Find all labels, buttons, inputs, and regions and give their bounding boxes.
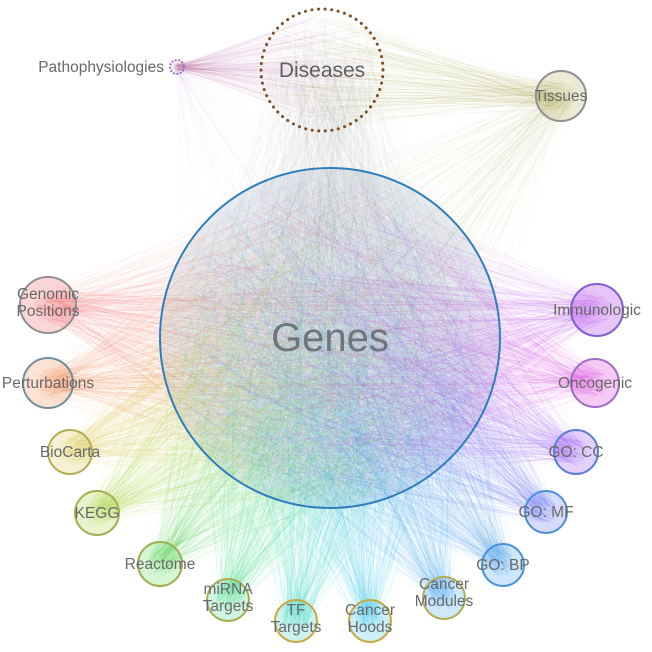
- biocarta-label: BioCarta: [40, 444, 101, 461]
- kegg-node[interactable]: [74, 490, 120, 536]
- edges-go-cc-to-genes: [170, 177, 589, 497]
- edges-kegg-to-genes: [84, 175, 492, 527]
- tissues-node[interactable]: [535, 70, 587, 122]
- biocarta-node[interactable]: [47, 429, 93, 475]
- genes-node[interactable]: [159, 167, 501, 509]
- genomic-positions-node[interactable]: [19, 276, 77, 334]
- go-cc-label: GO: CC: [548, 444, 603, 461]
- edge-layer: [31, 13, 613, 634]
- edges-cancer-modules-to-genes: [165, 179, 476, 610]
- go-bp-node[interactable]: [481, 543, 525, 587]
- reactome-node[interactable]: [137, 541, 183, 587]
- immunologic-node[interactable]: [570, 283, 624, 337]
- kegg-label: KEGG: [75, 505, 120, 522]
- edges-perturbations-to-genes: [32, 176, 494, 498]
- mirna-targets-node[interactable]: [206, 578, 250, 622]
- edges-go-bp-to-genes: [167, 176, 516, 578]
- edges-tissues-to-diseases: [266, 13, 576, 129]
- cancer-modules-node[interactable]: [422, 576, 466, 620]
- edges-go-mf-to-genes: [169, 176, 558, 524]
- go-cc-node[interactable]: [553, 429, 599, 475]
- edges-mirna-targets-to-genes: [167, 176, 477, 613]
- genes-circle-base: [160, 168, 500, 508]
- genes-label: Genes: [271, 316, 389, 360]
- perturbations-node[interactable]: [22, 357, 74, 409]
- tissues-label: Tissues: [535, 88, 588, 105]
- oncogenic-label: Oncogenic: [558, 375, 632, 392]
- edges-genomic-positions-to-genes: [31, 184, 492, 504]
- immunologic-label: Immunologic: [553, 302, 641, 319]
- edges-biocarta-to-genes: [57, 179, 486, 494]
- edges-oncogenic-to-genes: [172, 182, 610, 495]
- label-layer: Genes Diseases PathophysiologiesTissuesGen…: [2, 59, 641, 636]
- diseases-node[interactable]: [259, 7, 385, 133]
- edges-cancer-hoods-to-genes: [168, 181, 495, 634]
- go-mf-node[interactable]: [524, 490, 568, 534]
- go-mf-label: GO: MF: [518, 504, 573, 521]
- reactome-label: Reactome: [125, 556, 196, 573]
- edges-pathophysiologies-to-genes: [172, 62, 490, 488]
- diseases-label: Diseases: [279, 59, 365, 82]
- edges-tissues-to-genes: [165, 81, 576, 498]
- edges-tf-targets-to-genes: [168, 179, 491, 634]
- pathophysiologies-node[interactable]: [169, 59, 185, 75]
- edges-diseases-to-genes: [171, 16, 490, 498]
- tf-targets-node[interactable]: [274, 599, 318, 643]
- cancer-hoods-node[interactable]: [348, 599, 392, 643]
- go-bp-label: GO: BP: [476, 557, 529, 574]
- edges-immunologic-to-genes: [168, 177, 613, 499]
- oncogenic-node[interactable]: [570, 358, 620, 408]
- pathophysiologies-label: Pathophysiologies: [38, 59, 164, 76]
- perturbations-label: Perturbations: [2, 375, 94, 392]
- node-layer: [19, 7, 624, 643]
- edges-pathophysiologies-to-diseases: [173, 14, 379, 126]
